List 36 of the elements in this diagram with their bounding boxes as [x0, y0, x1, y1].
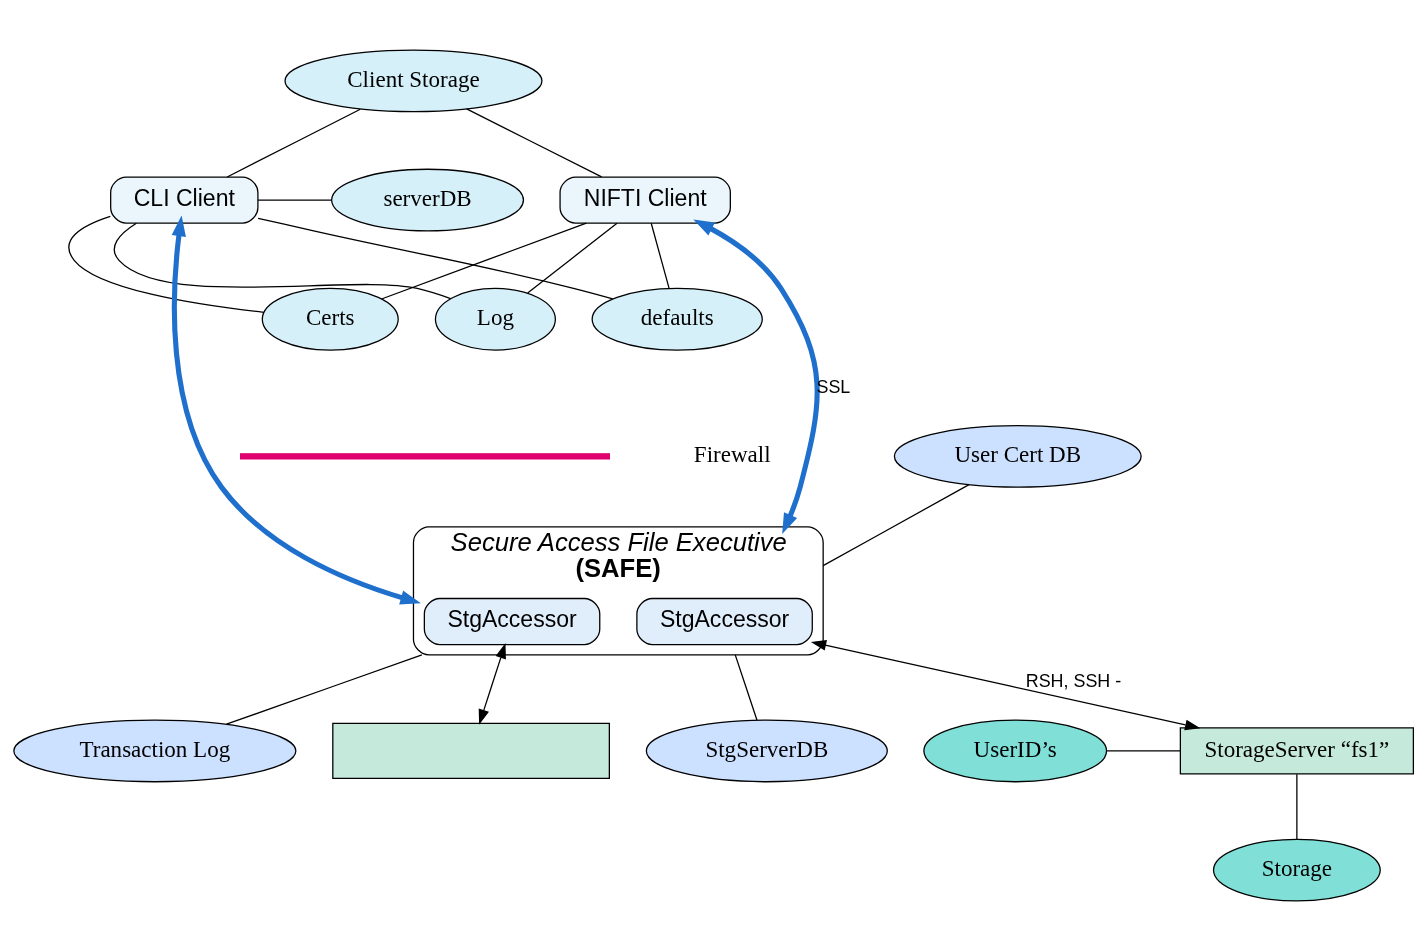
connector: [822, 483, 970, 566]
edge-label: RSH, SSH -: [1025, 670, 1122, 691]
node-ellipse: Storage: [1212, 838, 1381, 902]
node-box: NIFTI Client: [559, 175, 731, 224]
connector: [650, 222, 670, 289]
node-ellipse: serverDB: [331, 168, 525, 232]
arrow: [693, 219, 820, 534]
connector: [1106, 749, 1181, 752]
connector: [1296, 773, 1298, 840]
arrow: [478, 642, 506, 725]
node-box: [332, 722, 610, 779]
node-ellipse: Transaction Log: [13, 718, 297, 782]
node-ellipse: defaults: [591, 287, 763, 351]
connector: [225, 653, 423, 725]
connector: [527, 222, 618, 294]
node-ellipse: Client Storage: [284, 48, 543, 112]
node-box: StgAccessor: [423, 597, 601, 645]
connector: [257, 198, 333, 201]
arrow: [810, 639, 1201, 730]
connector: [113, 222, 452, 299]
node-ellipse: UserID’s: [923, 718, 1108, 782]
label: Firewall: [693, 440, 771, 467]
connector: [68, 215, 265, 313]
node-ellipse: StgServerDB: [645, 718, 888, 782]
connector: [226, 108, 361, 178]
connector: [380, 222, 587, 300]
node-ellipse: User Cert DB: [893, 424, 1142, 488]
node-box: CLI Client: [110, 175, 259, 224]
node-box: StorageServer “fs1”: [1179, 726, 1415, 775]
node-ellipse: Certs: [261, 287, 399, 351]
connector: [257, 217, 614, 300]
node-box: StgAccessor: [636, 597, 813, 645]
node-ellipse: Log: [434, 287, 556, 351]
arrow: [171, 215, 421, 604]
connector: [734, 653, 758, 721]
connector: [466, 107, 603, 177]
